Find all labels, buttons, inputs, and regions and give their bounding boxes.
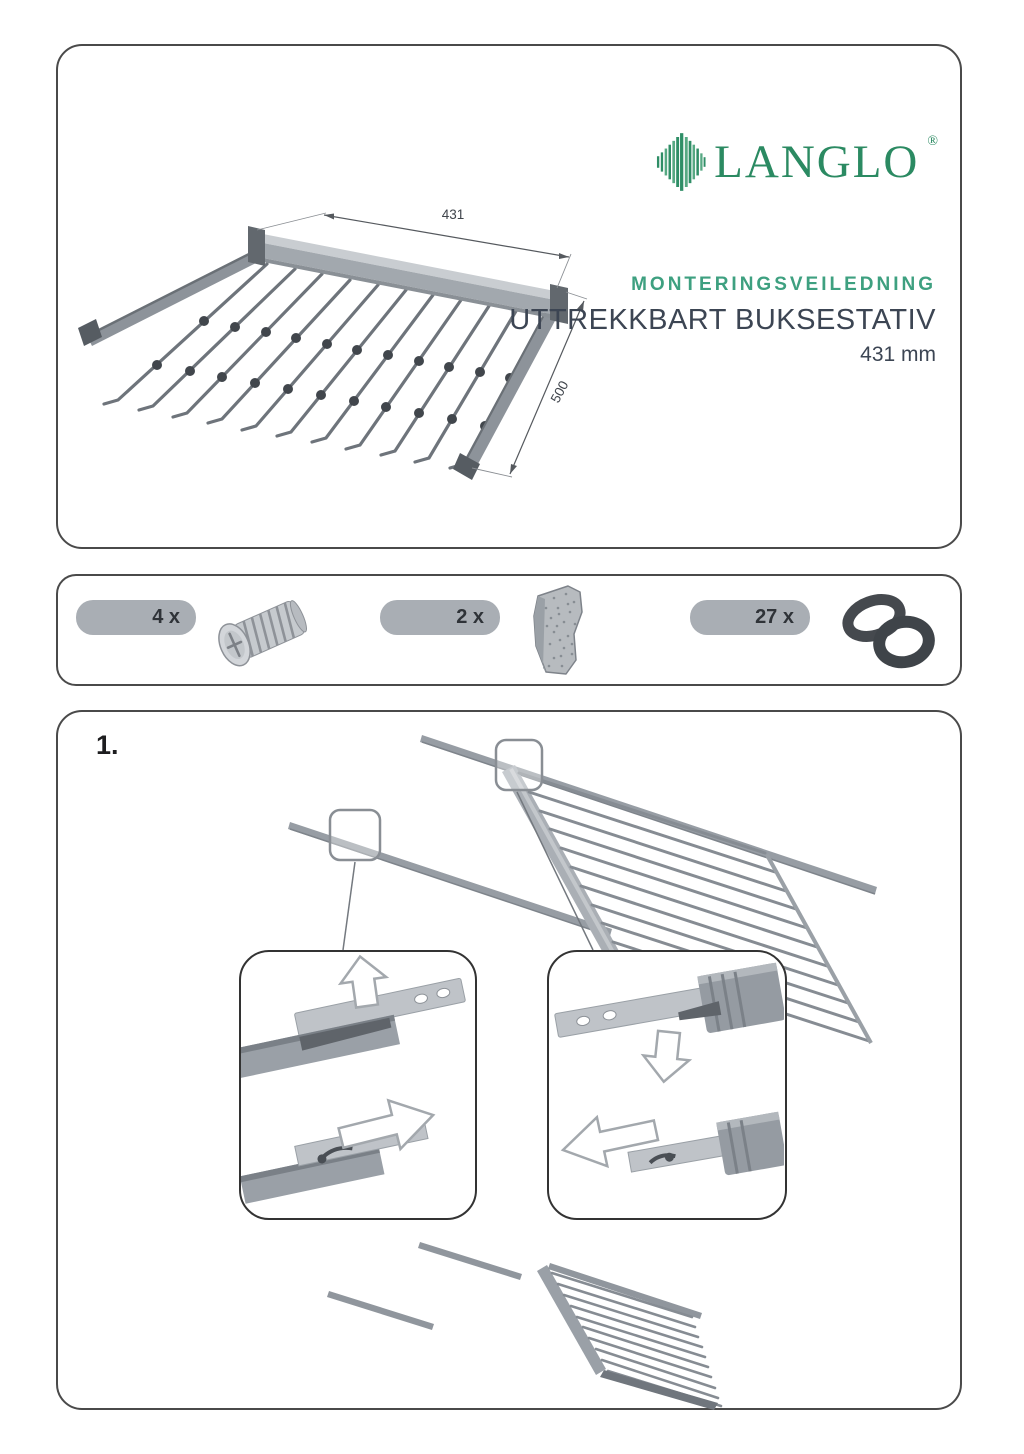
- lower-rail: [288, 822, 612, 936]
- part-quantity-label: 27 x: [755, 606, 794, 628]
- pull-right-arrow-icon: [337, 1098, 436, 1152]
- euro-screw-icon: [218, 600, 307, 667]
- width-dimension: [256, 212, 572, 289]
- detail-box-lift-release: [239, 950, 477, 1220]
- callout-box: [328, 808, 382, 862]
- document-subtitle: MONTERINGSVEILEDNING: [631, 274, 936, 295]
- brand-logo: LANGLO ®: [656, 130, 938, 194]
- detached-rail: [327, 1291, 434, 1330]
- rubber-ring-icon: [842, 594, 935, 669]
- down-arrow-icon: [640, 1029, 693, 1084]
- rod-knobs: [152, 316, 515, 431]
- step-number: 1.: [96, 730, 119, 760]
- dim-width-label: 431: [442, 207, 465, 222]
- hero-panel: 431 500: [56, 44, 962, 549]
- part-quantity-pill: 2 x: [380, 600, 500, 635]
- part-quantity-pill: 27 x: [690, 600, 810, 635]
- up-arrow-icon: [337, 954, 390, 1009]
- step1-rack-with-callouts-diagram: [288, 735, 877, 1044]
- product-size: 431 mm: [860, 343, 936, 366]
- connector-line: [516, 791, 594, 951]
- detail-lift-release-illustration: [241, 954, 466, 1204]
- parts-list-panel: 4 x: [56, 574, 962, 686]
- detail-press-release-illustration: [554, 962, 784, 1176]
- step-1-panel: 1.: [56, 710, 962, 1410]
- detached-rail: [418, 1242, 522, 1280]
- rack-top-profile: [548, 1263, 702, 1319]
- part-quantity-pill: 4 x: [76, 600, 196, 635]
- langlo-diamond-stripes-icon: [657, 133, 706, 191]
- detail-box-press-release: [547, 950, 787, 1220]
- step1-separated-rails-diagram: [327, 1242, 723, 1410]
- part-quantity-label: 2 x: [456, 606, 484, 628]
- pull-left-arrow-icon: [560, 1114, 660, 1169]
- rack-front-edge: [765, 854, 873, 1044]
- left-rail: [78, 250, 258, 346]
- trouser-rack-illustration: 431 500: [78, 207, 588, 480]
- back-bar: [248, 226, 568, 324]
- connector-line: [342, 861, 356, 951]
- depth-dimension: [471, 291, 588, 478]
- plastic-wedge-icon: [533, 585, 583, 675]
- right-rail: [453, 299, 563, 480]
- rack-bottom-edge: [600, 1370, 718, 1410]
- product-title: UTTREKKBART BUKSESTATIV: [509, 304, 936, 336]
- callout-box: [494, 738, 544, 792]
- brand-name: LANGLO: [714, 135, 920, 188]
- registered-mark: ®: [927, 134, 938, 149]
- dim-depth-label: 500: [548, 378, 572, 405]
- rack-back-bar: [537, 1265, 606, 1375]
- part-quantity-label: 4 x: [152, 606, 180, 628]
